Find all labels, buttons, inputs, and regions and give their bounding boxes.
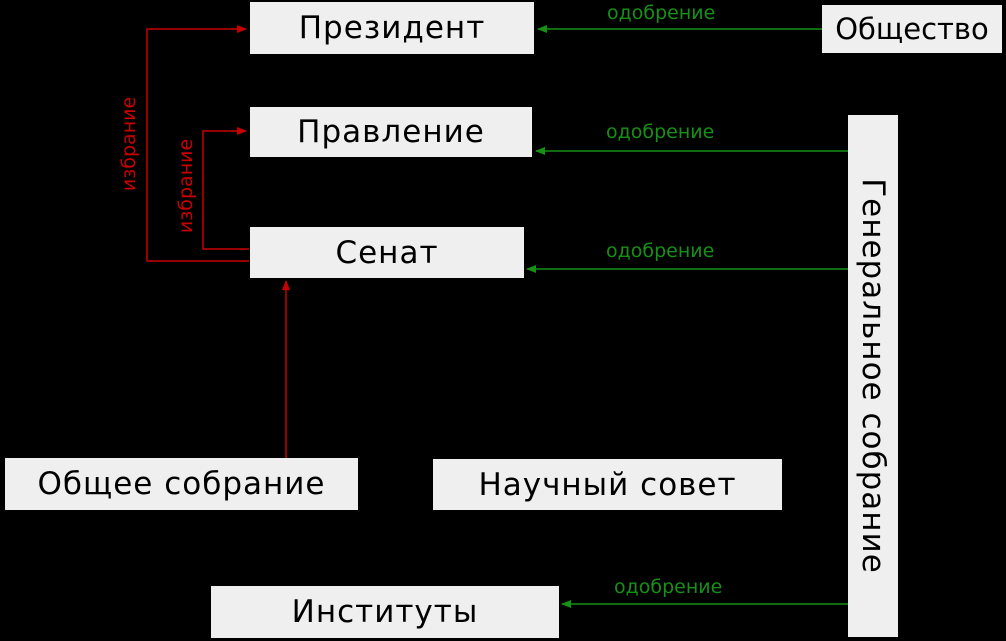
- board-box: Правление: [250, 107, 532, 157]
- approval-label-senate: одобрение: [606, 240, 715, 262]
- arrow-senate-to-board: [202, 127, 249, 250]
- approval-label-president: одобрение: [607, 2, 716, 24]
- scientific-council-box: Научный совет: [433, 459, 782, 510]
- scientific-council-label: Научный совет: [478, 466, 737, 503]
- approval-label-institutes: одобрение: [614, 576, 723, 598]
- general-meeting-box: Общее собрание: [5, 458, 358, 510]
- president-label: Президент: [298, 10, 486, 46]
- society-label: Общество: [835, 12, 989, 46]
- general-assembly-box: Генеральное собрание: [848, 115, 898, 637]
- general-meeting-label: Общее собрание: [37, 466, 326, 502]
- institutes-label: Институты: [291, 594, 479, 630]
- senate-box: Сенат: [250, 227, 524, 278]
- election-label-president: избрание: [118, 96, 141, 192]
- general-assembly-label: Генеральное собрание: [855, 178, 891, 574]
- society-box: Общество: [822, 5, 1002, 53]
- institutes-box: Институты: [211, 586, 559, 638]
- president-box: Президент: [250, 2, 534, 54]
- senate-label: Сенат: [335, 234, 439, 271]
- arrow-senate-to-president: [146, 25, 249, 262]
- approval-label-board: одобрение: [606, 121, 715, 143]
- election-label-board: избрание: [175, 138, 198, 234]
- board-label: Правление: [297, 114, 485, 150]
